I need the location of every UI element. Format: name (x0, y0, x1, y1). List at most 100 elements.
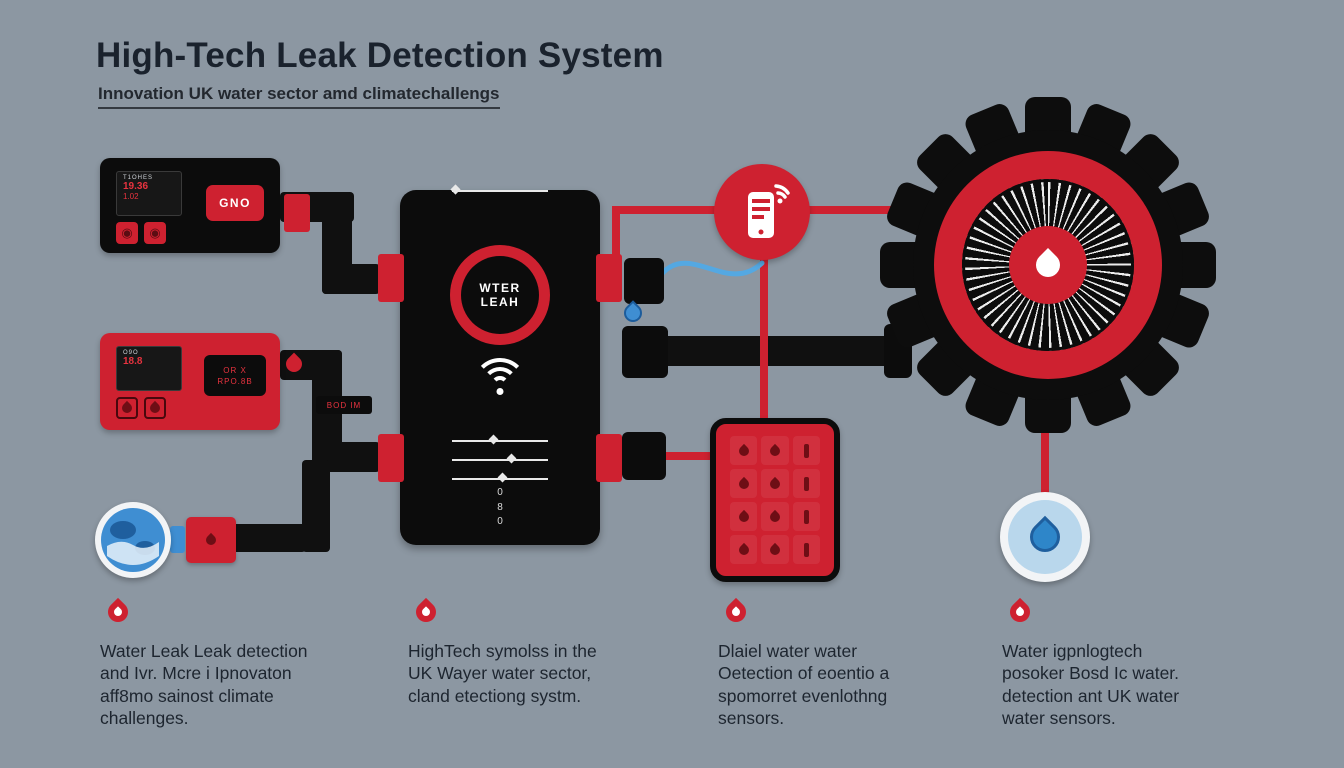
status-line: RPO.8B (217, 376, 253, 386)
caption-block-3: Dlaiel water water Oetection of eoentio … (718, 597, 973, 730)
caption-block-2: HighTech symolss in the UK Wayer water s… (408, 597, 663, 707)
caption-line: Dlaiel water water (718, 641, 858, 661)
monitor-device-1: T1OHES 19.36 1.02 ◉ ◉ GNO (100, 158, 280, 253)
caption-text: HighTech symolss in the UK Wayer water s… (408, 640, 663, 707)
signal-line (622, 452, 714, 460)
caption-line: Water Leak Leak detection (100, 641, 308, 661)
gear-hub (1009, 226, 1087, 304)
sensor-cell (730, 469, 758, 498)
display-screen: O9O 18.8 (116, 346, 182, 391)
gear (880, 97, 1216, 433)
caption-text: Water igpnlogtech posoker Bosd Ic water.… (1002, 640, 1257, 730)
caption-text: Dlaiel water water Oetection of eoentio … (718, 640, 973, 730)
pipe-fitting (624, 258, 664, 304)
gauge-line (452, 453, 548, 464)
readout-digit: 0 (497, 487, 503, 498)
status-line: OR X (223, 365, 247, 375)
droplet-icon (116, 397, 138, 419)
gauge-line (450, 184, 548, 195)
pipe-fitting (622, 326, 668, 378)
caption-drop-icon (1005, 597, 1035, 627)
caption-drop-icon (721, 597, 751, 627)
sensor-box (186, 517, 236, 563)
wifi-icon (472, 358, 528, 400)
pipe-segment (232, 524, 306, 552)
globe-icon (101, 508, 165, 572)
caption-drop-icon (411, 597, 441, 627)
bar-icon (803, 542, 809, 557)
caption-line: Water igpnlogtech (1002, 641, 1143, 661)
caption-line: UK Wayer water sector, (408, 663, 592, 684)
droplet-icon (767, 542, 783, 557)
droplet-icon (736, 443, 751, 458)
bar-icon (803, 509, 809, 524)
droplet-icon (736, 542, 751, 557)
droplet-icon (767, 509, 783, 524)
caption-line: challenges. (100, 708, 189, 729)
caption-line: water sensors. (1002, 708, 1116, 729)
page-title: High-Tech Leak Detection System (96, 36, 664, 75)
water-drop-icon (1031, 248, 1065, 282)
pipe-connector (596, 254, 622, 302)
readout-digit: 0 (497, 516, 503, 527)
droplet-icon (144, 397, 166, 419)
sensor-cell (730, 502, 758, 531)
screen-line: T1OHES (123, 175, 154, 181)
sensor-cell (761, 469, 789, 498)
pipe-tag: BOD IM (316, 396, 372, 414)
blue-cable (652, 260, 765, 286)
water-drop-icon (1023, 515, 1067, 559)
sensor-cell (730, 535, 758, 564)
sensor-cell (761, 502, 789, 531)
central-leak-detector: WTER LEAH 0 8 0 (400, 184, 600, 545)
gauge-icon: ◉ (144, 222, 166, 244)
valve-connector (284, 194, 310, 232)
dial-label: WTER LEAH (461, 256, 539, 334)
badge-inner (1008, 500, 1082, 574)
smartphone-alert-badge (714, 164, 810, 260)
caption-line: detection ant UK water (1002, 685, 1180, 706)
screen-line: 1.02 (123, 192, 139, 201)
caption-block-1: Water Leak Leak detection and Ivr. Mcre … (100, 597, 355, 730)
sensor-cell (761, 535, 789, 564)
phone-icon (748, 184, 790, 238)
signal-line (612, 206, 620, 264)
sensor-panel (710, 418, 840, 582)
bar-icon (803, 443, 809, 458)
caption-line: and Ivr. Mcre i Ipnovaton (100, 663, 292, 684)
caption-line: cland etectiong systm. (408, 685, 582, 706)
monitor-device-2: O9O 18.8 OR X RPO.8B (100, 333, 280, 430)
pipe-segment (302, 460, 330, 552)
screen-line: 19.36 (123, 181, 149, 192)
droplet-icon (767, 476, 783, 491)
droplet-icon (736, 476, 751, 491)
pipe-segment (660, 336, 902, 366)
sensor-cell (792, 502, 820, 531)
readout: 0 8 0 (400, 486, 600, 530)
status-button: OR X RPO.8B (204, 355, 266, 396)
dial-line-2: LEAH (480, 295, 520, 309)
droplet-icon (203, 532, 219, 548)
sensor-cell (761, 436, 789, 465)
screen-line: 18.8 (123, 356, 143, 367)
gauge-line (452, 472, 548, 483)
caption-line: spomorret evenlothng (718, 685, 888, 706)
gno-button: GNO (206, 185, 264, 221)
water-drop-badge (1000, 492, 1090, 582)
sensor-cell (792, 436, 820, 465)
caption-line: sensors. (718, 708, 785, 729)
caption-line: posoker Bosd Ic water. (1002, 663, 1180, 684)
bar-icon (803, 476, 809, 491)
caption-line: Oetection of eoentio a (718, 663, 890, 684)
pipe-fitting (622, 432, 666, 480)
pipe-connector (596, 434, 622, 482)
water-leak-dial: WTER LEAH (450, 245, 550, 345)
readout-digit: 8 (497, 501, 503, 513)
blue-drop-icon (620, 300, 646, 326)
caption-text: Water Leak Leak detection and Ivr. Mcre … (100, 640, 355, 730)
earth-badge (95, 502, 171, 578)
caption-line: aff8mo sainost climate (100, 685, 274, 706)
dial-line-1: WTER (479, 281, 521, 295)
gauge-line (452, 434, 548, 445)
